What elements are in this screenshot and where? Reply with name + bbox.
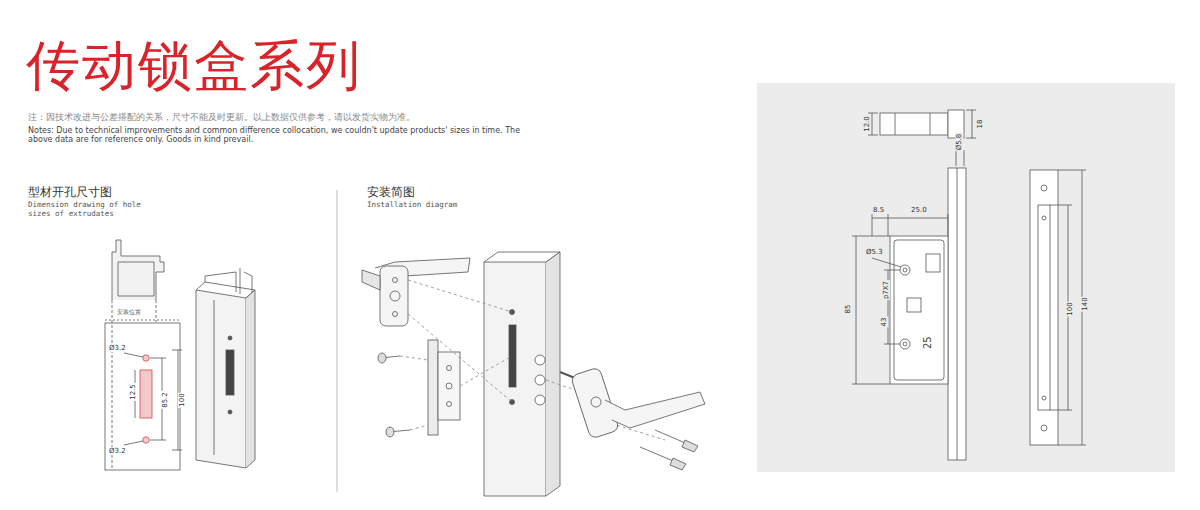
- separator-line: [337, 190, 338, 492]
- dimension-label: Ø5.3: [865, 248, 884, 256]
- dimension-label: 25.0: [910, 206, 928, 214]
- lock-box-drawing: [852, 110, 1086, 460]
- dimension-label: 43: [880, 317, 888, 328]
- note-text: 注：因技术改进与公差搭配的关系，尺寸不能及时更新。以上数据仅供参考，请以发货实物…: [28, 112, 415, 122]
- dimension-label: 100: [1066, 301, 1074, 316]
- note-text: Notes: Due to technical improvements and…: [28, 126, 528, 144]
- hole-drawing: [105, 240, 255, 470]
- dimension-label: 12.5: [129, 383, 137, 401]
- dimension-label: 100: [178, 392, 186, 407]
- dimension-label: 18: [976, 119, 984, 130]
- page-title: 传动锁盒系列: [26, 36, 362, 95]
- dimension-label: 85: [844, 304, 852, 315]
- dimension-label: Ø3.2: [108, 344, 127, 352]
- panel-ground: [757, 83, 1175, 472]
- dimension-label: 12.0: [863, 115, 871, 133]
- section-heading: 型材开孔尺寸图: [28, 186, 112, 200]
- section-heading: 安装简图: [367, 186, 415, 200]
- dimension-label: Ø5.8: [955, 133, 963, 152]
- dimension-label: Ø3.2: [108, 447, 127, 455]
- section-subheading: Installation diagram: [367, 201, 457, 210]
- dimension-label: 8.5: [872, 206, 885, 214]
- section-subheading: Dimension drawing of hole sizes of extru…: [28, 201, 148, 218]
- dimension-label: 安装位置: [116, 309, 142, 316]
- dimension-label: 85.2: [161, 391, 169, 409]
- dimension-label: p7X7: [882, 280, 890, 300]
- install-drawing: [362, 252, 705, 496]
- dimension-label: 140: [1081, 296, 1089, 311]
- part-marking: 25: [922, 336, 934, 349]
